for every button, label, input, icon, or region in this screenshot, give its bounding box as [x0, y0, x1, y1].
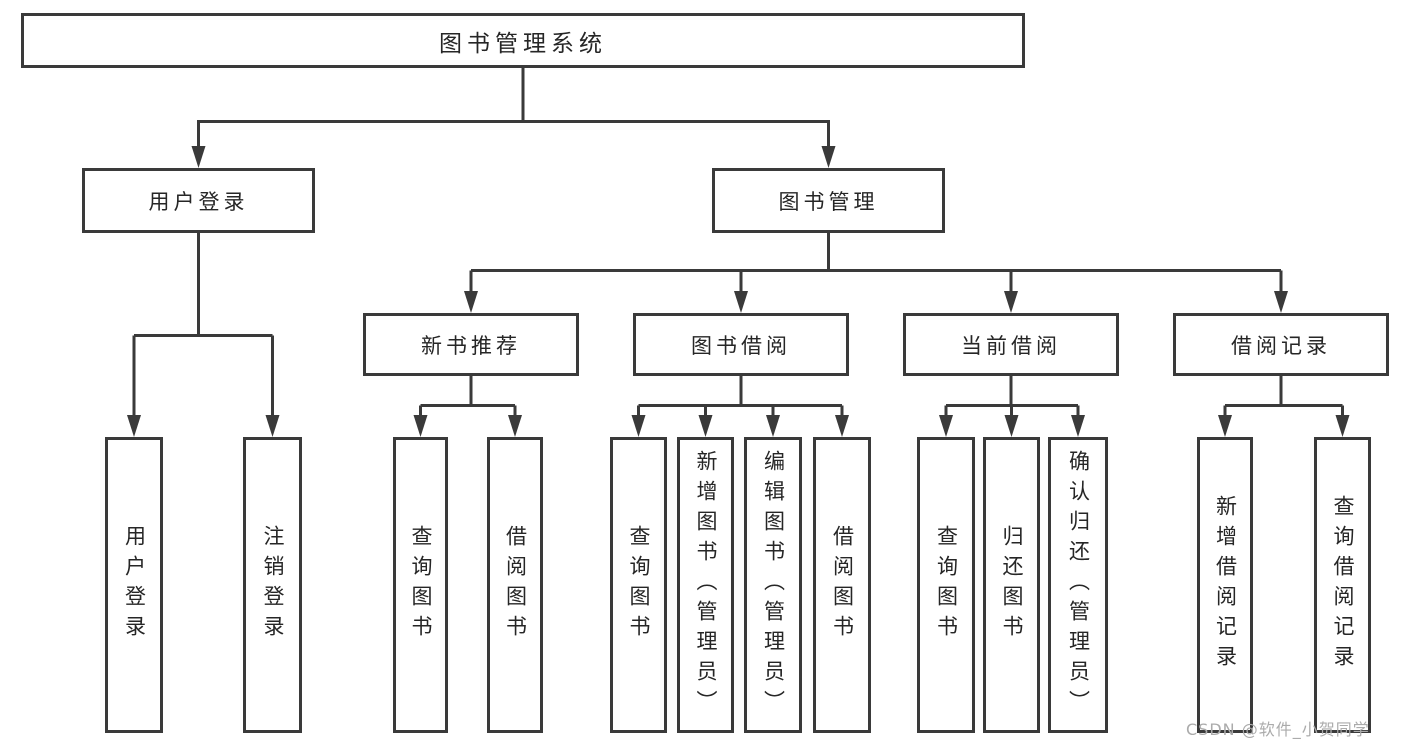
node-label: 注销登录 — [261, 525, 286, 645]
node-leaf-borrow-query-books: 查询图书 — [610, 437, 667, 733]
node-label: 当前借阅 — [961, 333, 1061, 358]
node-label: 查询借阅记录 — [1331, 495, 1356, 675]
node-library-system: 图书管理系统 — [21, 13, 1025, 68]
node-borrow-records: 借阅记录 — [1173, 313, 1389, 376]
node-book-management: 图书管理 — [712, 168, 945, 233]
node-label: 用户登录 — [122, 525, 147, 645]
node-leaf-current-return-books: 归还图书 — [983, 437, 1040, 733]
node-leaf-current-query-books: 查询图书 — [917, 437, 975, 733]
node-leaf-borrow-borrow-books: 借阅图书 — [813, 437, 871, 733]
node-leaf-records-query-record: 查询借阅记录 — [1314, 437, 1371, 733]
node-label: 借阅图书 — [830, 525, 855, 645]
node-label: 借阅图书 — [503, 525, 528, 645]
node-leaf-records-add-record: 新增借阅记录 — [1197, 437, 1253, 733]
node-label: 用户登录 — [148, 189, 249, 214]
node-leaf-login: 用户登录 — [105, 437, 163, 733]
node-current-borrow: 当前借阅 — [903, 313, 1119, 376]
node-leaf-recommend-borrow-books: 借阅图书 — [487, 437, 543, 733]
node-label: 借阅记录 — [1231, 333, 1331, 358]
node-label: 图书管理系统 — [439, 30, 607, 57]
node-label: 图书管理 — [778, 189, 879, 214]
node-label: 图书借阅 — [691, 333, 791, 358]
node-leaf-borrow-edit-books: 编辑图书（管理员） — [744, 437, 802, 733]
node-label: 编辑图书（管理员） — [761, 450, 786, 720]
node-leaf-borrow-add-books: 新增图书（管理员） — [677, 437, 734, 733]
node-label: 查询图书 — [627, 525, 652, 645]
node-label: 查询图书 — [409, 525, 434, 645]
node-label: 归还图书 — [1000, 525, 1025, 645]
node-leaf-current-confirm-return: 确认归还（管理员） — [1048, 437, 1108, 733]
node-label: 新增借阅记录 — [1213, 495, 1238, 675]
node-book-borrow: 图书借阅 — [633, 313, 849, 376]
node-label: 确认归还（管理员） — [1066, 450, 1091, 720]
node-leaf-logout: 注销登录 — [243, 437, 302, 733]
node-user-login: 用户登录 — [82, 168, 315, 233]
watermark-text: CSDN @软件_小贺同学 — [1186, 720, 1370, 739]
node-new-book-recommend: 新书推荐 — [363, 313, 579, 376]
node-label: 新书推荐 — [421, 333, 521, 358]
node-label: 新增图书（管理员） — [694, 450, 719, 720]
node-label: 查询图书 — [934, 525, 959, 645]
node-leaf-recommend-query-books: 查询图书 — [393, 437, 448, 733]
